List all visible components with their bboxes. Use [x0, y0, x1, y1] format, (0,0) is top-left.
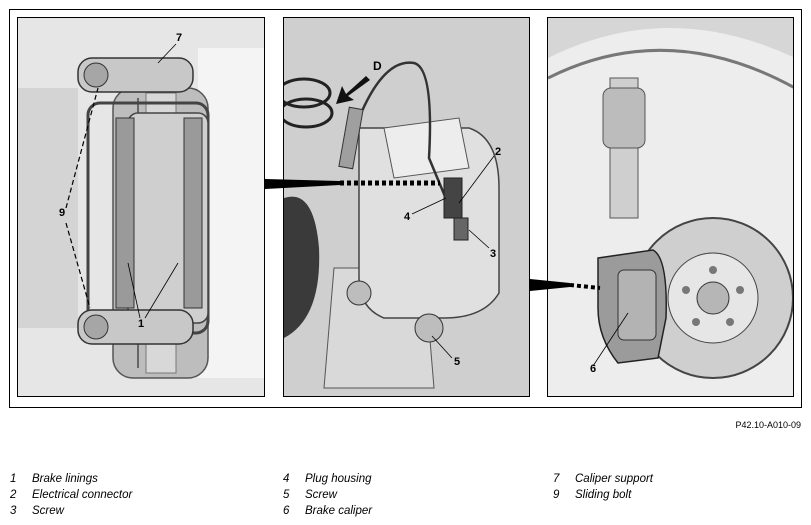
callout-5: 5 — [454, 356, 461, 368]
callout-9: 9 — [59, 207, 66, 219]
callout-6: 6 — [590, 363, 597, 375]
callout-7: 7 — [176, 32, 183, 44]
callout-1: 1 — [138, 318, 145, 330]
callout-D: D — [373, 59, 382, 73]
panel-connector-detail: D 2 4 3 5 — [283, 17, 530, 397]
caliper-side-illustration — [18, 18, 264, 396]
callout-4: 4 — [404, 211, 411, 223]
wheel-overview-illustration — [548, 18, 793, 396]
connector-detail-illustration — [284, 18, 529, 396]
callout-3: 3 — [490, 248, 497, 260]
figure-reference: P42.10-A010-09 — [735, 420, 801, 430]
panel-wheel-overview: 6 — [547, 17, 794, 397]
callout-2: 2 — [495, 146, 502, 158]
panel-caliper-side-view: 7 9 1 — [17, 17, 265, 397]
